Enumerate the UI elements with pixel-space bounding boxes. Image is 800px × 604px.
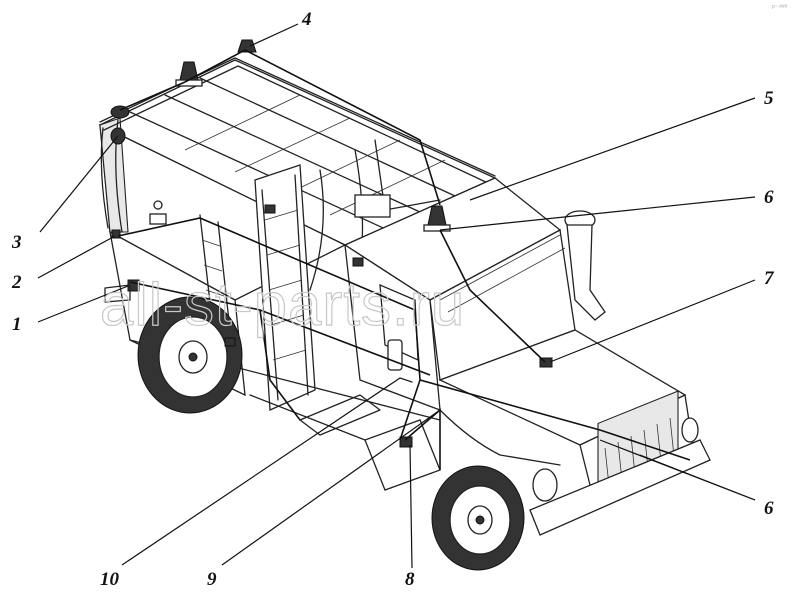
callout-6-top: 6 <box>764 187 774 208</box>
cab <box>343 177 576 411</box>
callout-4: 4 <box>301 9 312 30</box>
callout-1: 1 <box>12 314 22 335</box>
callout-6-bottom: 6 <box>764 498 774 519</box>
watermark-text: all-st-parts.ru <box>100 271 465 338</box>
chassis <box>129 339 441 491</box>
callout-5: 5 <box>764 88 774 109</box>
leader-lines <box>37 23 756 569</box>
callout-labels: 1 2 3 4 5 6 6 7 8 9 10 <box>11 9 775 590</box>
wiring-harness <box>117 49 691 470</box>
callout-2: 2 <box>11 272 22 293</box>
callout-9: 9 <box>207 569 217 590</box>
callout-3: 3 <box>11 232 22 253</box>
callout-7: 7 <box>764 268 775 289</box>
loading-mechanism <box>199 139 441 411</box>
front-wheel <box>431 465 525 571</box>
rear-wheel <box>137 296 243 414</box>
callout-10: 10 <box>100 569 120 590</box>
beacon-lamps <box>110 39 451 232</box>
components <box>104 200 553 448</box>
callout-8: 8 <box>405 569 415 590</box>
corner-mark: p~ ### <box>772 4 788 10</box>
air-intake-snorkel <box>564 210 606 321</box>
